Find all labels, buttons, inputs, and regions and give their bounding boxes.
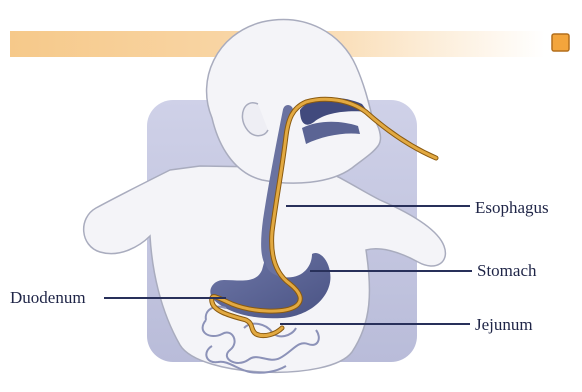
- esophagus-label: Esophagus: [475, 199, 549, 216]
- duodenum-label: Duodenum: [10, 289, 86, 306]
- orange-square-icon: [552, 34, 569, 51]
- stomach-label: Stomach: [477, 262, 537, 279]
- jejunum-label: Jejunum: [475, 316, 533, 333]
